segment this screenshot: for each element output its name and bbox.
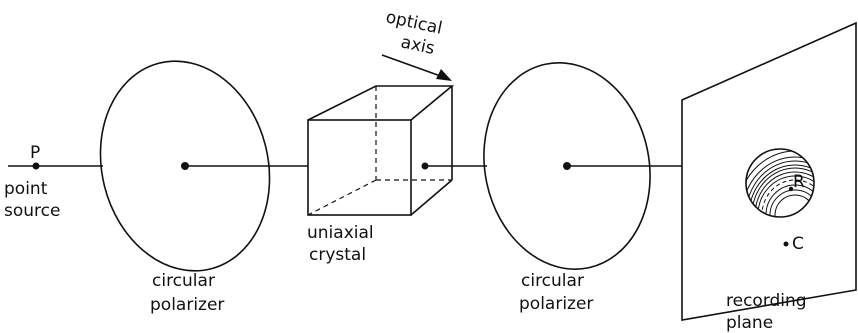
point-source-dot bbox=[32, 162, 40, 170]
point-source-label-p: P bbox=[30, 143, 40, 163]
polarizer-2-center-dot bbox=[563, 162, 571, 170]
circular-polarizer-1 bbox=[99, 60, 271, 272]
crystal-exit-dot bbox=[421, 162, 429, 170]
polarizer-1-center-dot bbox=[181, 162, 189, 170]
fringe-point-r-dot bbox=[788, 186, 794, 192]
uniaxial-crystal-cube bbox=[307, 85, 455, 216]
optical-axis-arrow bbox=[381, 54, 447, 79]
recording-plane-label-line1: recording bbox=[726, 291, 807, 311]
crystal-label-line1: uniaxial bbox=[307, 223, 374, 243]
interference-pattern bbox=[745, 148, 815, 218]
center-point-c-dot bbox=[783, 241, 789, 247]
recording-plane-label-line2: plane bbox=[726, 313, 773, 333]
crystal-label-line2: crystal bbox=[309, 245, 366, 265]
optical-axis-arrowhead bbox=[436, 69, 452, 81]
polarizer-1-label-line2: polarizer bbox=[150, 295, 224, 315]
polarizer-2-label-line2: polarizer bbox=[519, 294, 593, 314]
polarizer-1-label-line1: circular bbox=[152, 271, 215, 291]
fringe-point-r-label: R bbox=[793, 172, 805, 192]
circular-polarizer-2 bbox=[483, 62, 651, 270]
point-source-label-line2: source bbox=[4, 201, 60, 221]
point-source-label-line1: point bbox=[4, 179, 48, 199]
recording-plane bbox=[681, 21, 857, 321]
center-point-c-label: C bbox=[792, 234, 804, 254]
polarizer-2-label-line1: circular bbox=[521, 271, 584, 291]
